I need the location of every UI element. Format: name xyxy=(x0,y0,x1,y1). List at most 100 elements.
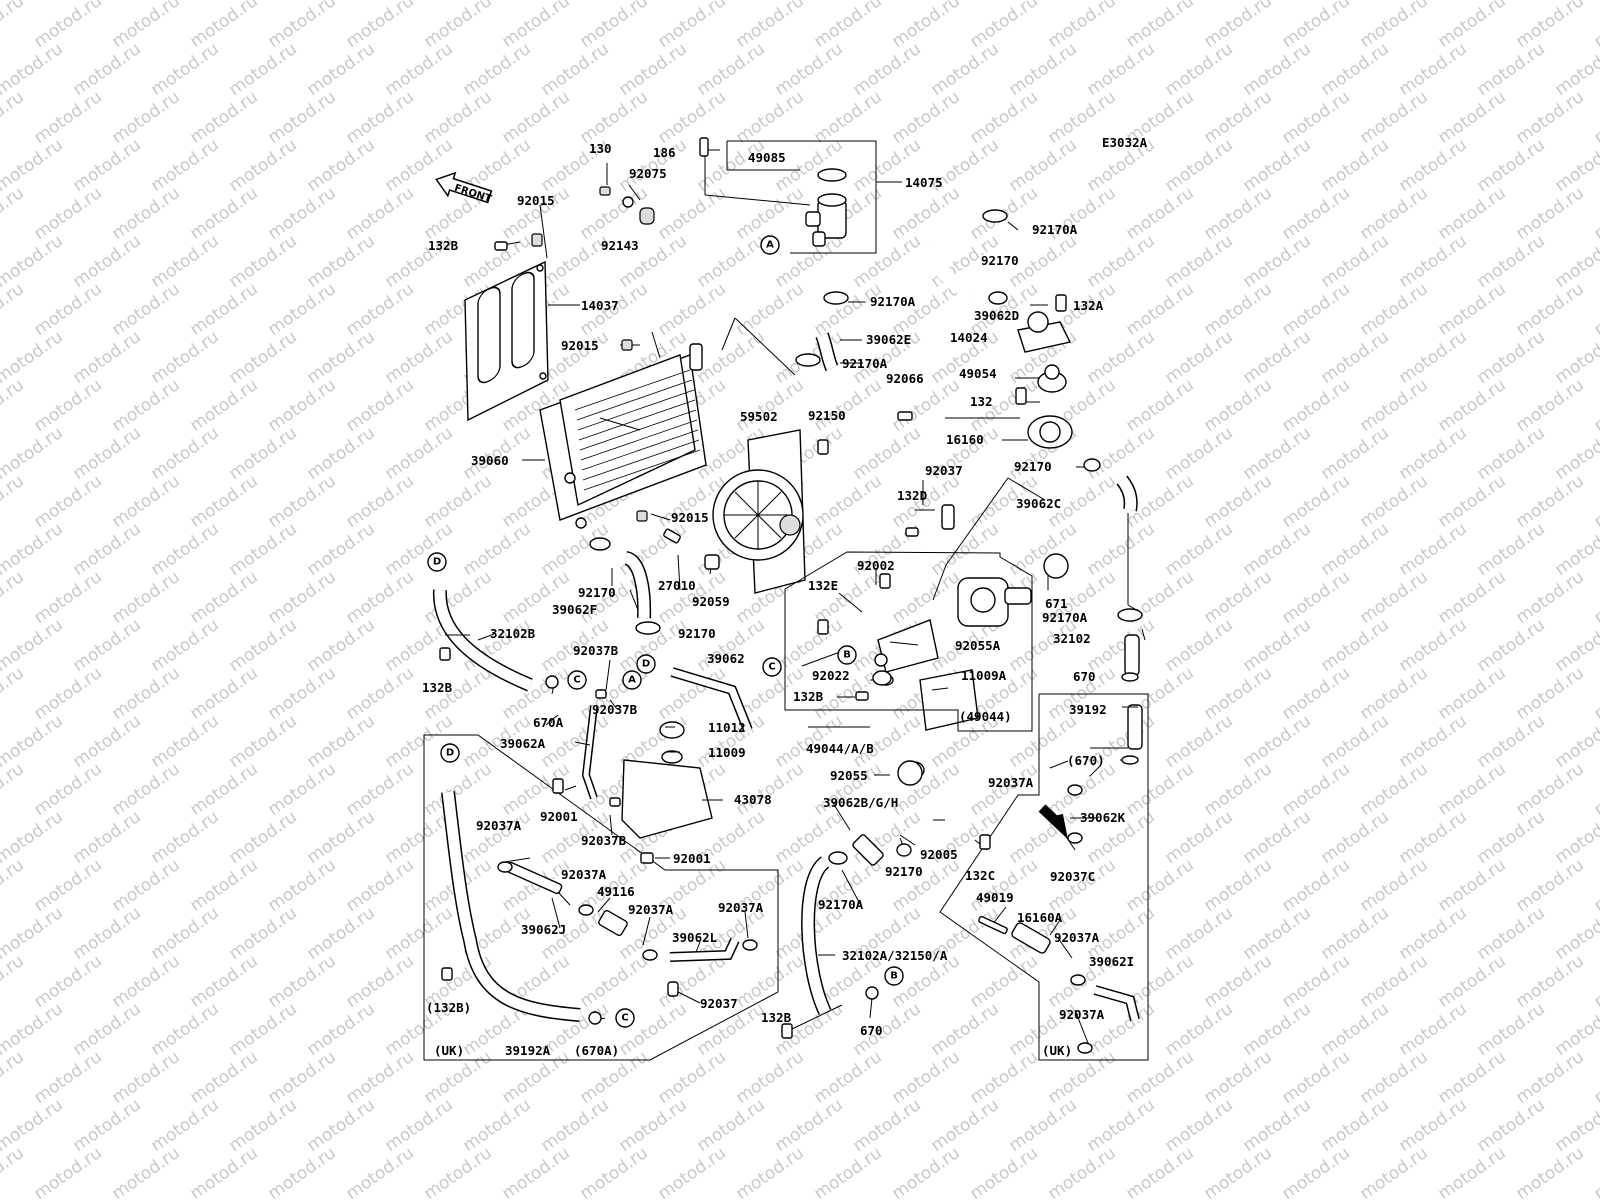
label-132B-top: 132B xyxy=(428,238,459,253)
label-92037A-1: 92037A xyxy=(988,775,1034,790)
label-14075: 14075 xyxy=(905,175,943,190)
svg-text:C: C xyxy=(573,675,580,686)
label-49044AB: 49044/A/B xyxy=(806,741,874,756)
label-16160A: 16160A xyxy=(1017,910,1063,925)
label-11009: 11009 xyxy=(708,745,746,760)
label-92015-top: 92015 xyxy=(517,193,555,208)
label-39192A: 39192A xyxy=(505,1043,551,1058)
label-92059: 92059 xyxy=(692,594,730,609)
svg-text:A: A xyxy=(766,240,774,251)
uk-right-group-outline xyxy=(939,693,1149,1061)
callout-b-2: B xyxy=(884,966,904,986)
svg-text:B: B xyxy=(890,971,898,982)
label-132: 132 xyxy=(970,394,993,409)
label-59502: 59502 xyxy=(740,409,778,424)
label-670A: 670A xyxy=(533,715,564,730)
label-132A: 132A xyxy=(1073,298,1104,313)
svg-text:C: C xyxy=(768,662,775,673)
fasteners xyxy=(439,137,1143,1054)
callout-b-1: B xyxy=(837,645,857,665)
label-92170A-5: 92170A xyxy=(818,897,864,912)
label-39062-1: 39062 xyxy=(707,651,745,666)
label-92170A-1: 92170A xyxy=(1032,222,1078,237)
label-670A-paren: (670A) xyxy=(574,1043,619,1058)
label-670-2: 670 xyxy=(860,1023,883,1038)
label-92015-bot: 92015 xyxy=(671,510,709,525)
label-132B-4: (132B) xyxy=(426,1000,471,1015)
label-92037B-3: 92037B xyxy=(581,833,627,848)
label-39060: 39060 xyxy=(471,453,509,468)
label-14037: 14037 xyxy=(581,298,619,313)
label-671: 671 xyxy=(1045,596,1068,611)
reservoir-tank-part xyxy=(621,721,713,839)
label-92150: 92150 xyxy=(808,408,846,423)
label-32102A: 32102A/32150/A xyxy=(842,948,948,963)
label-43078: 43078 xyxy=(734,792,772,807)
label-39062A: 39062A xyxy=(500,736,546,751)
label-uk-1: (UK) xyxy=(434,1043,464,1058)
svg-text:A: A xyxy=(628,675,636,686)
label-92002: 92002 xyxy=(857,558,895,573)
label-32102B: 32102B xyxy=(490,626,536,641)
label-39062C: 39062C xyxy=(1016,496,1061,511)
label-132E: 132E xyxy=(808,578,838,593)
label-39062F: 39062F xyxy=(552,602,597,617)
label-92037-2: 92037 xyxy=(700,996,738,1011)
front-arrow-icon: FRONT xyxy=(435,171,493,205)
label-92037-1: 92037 xyxy=(925,463,963,478)
label-92037A-2: 92037A xyxy=(476,818,522,833)
label-39062BGH: 39062B/G/H xyxy=(823,795,898,810)
label-670-1: 670 xyxy=(1073,669,1096,684)
label-14024: 14024 xyxy=(950,330,988,345)
label-132B-5: 132B xyxy=(761,1010,792,1025)
uk-left-group-outline xyxy=(423,734,779,1061)
label-92170A-3: 92170A xyxy=(842,356,888,371)
label-11009A: 11009A xyxy=(961,668,1007,683)
label-39062E: 39062E xyxy=(866,332,911,347)
diagram-code: E3032A xyxy=(1102,135,1148,150)
label-92037A-6: 92037A xyxy=(1054,930,1100,945)
label-39062I: 39062I xyxy=(1089,954,1134,969)
filler-neck-part xyxy=(805,168,847,247)
label-92075: 92075 xyxy=(629,166,667,181)
label-92170-3: 92170 xyxy=(578,585,616,600)
callout-d-3: D xyxy=(440,743,460,763)
label-49054: 49054 xyxy=(959,366,997,381)
svg-text:D: D xyxy=(446,748,454,759)
pump-group-outline xyxy=(784,551,1033,732)
label-92037B-1: 92037B xyxy=(573,643,619,658)
label-39062J: 39062J xyxy=(521,922,566,937)
label-49044-paren: (49044) xyxy=(959,709,1012,724)
label-132C: 132C xyxy=(965,868,995,883)
callout-c-2: C xyxy=(762,657,782,677)
label-39062K: 39062K xyxy=(1080,810,1126,825)
label-92015-mid: 92015 xyxy=(561,338,599,353)
label-132D: 132D xyxy=(897,488,927,503)
leader-lines xyxy=(445,149,1146,1049)
svg-text:D: D xyxy=(433,557,441,568)
label-92170-2: 92170 xyxy=(1014,459,1052,474)
label-92001-1: 92001 xyxy=(540,809,578,824)
callout-d-1: D xyxy=(427,552,447,572)
label-92170-4: 92170 xyxy=(678,626,716,641)
label-39192: 39192 xyxy=(1069,702,1107,717)
svg-text:B: B xyxy=(843,650,851,661)
label-132B-2: 132B xyxy=(422,680,453,695)
label-92037B-2: 92037B xyxy=(592,702,638,717)
svg-text:D: D xyxy=(642,659,650,670)
label-92170-1: 92170 xyxy=(981,253,1019,268)
fan-shroud-part xyxy=(712,429,806,594)
label-49085: 49085 xyxy=(748,150,786,165)
label-11012: 11012 xyxy=(708,720,746,735)
callout-d-2: D xyxy=(636,654,656,674)
label-92022: 92022 xyxy=(812,668,850,683)
label-186: 186 xyxy=(653,145,676,160)
label-49019: 49019 xyxy=(976,890,1014,905)
label-92170A-4: 92170A xyxy=(1042,610,1088,625)
callout-c-3: C xyxy=(615,1008,635,1028)
label-92170-5: 92170 xyxy=(885,864,923,879)
label-92037A-5: 92037A xyxy=(718,900,764,915)
label-92143: 92143 xyxy=(601,238,639,253)
label-92001-2: 92001 xyxy=(673,851,711,866)
label-670-paren: (670) xyxy=(1067,753,1105,768)
